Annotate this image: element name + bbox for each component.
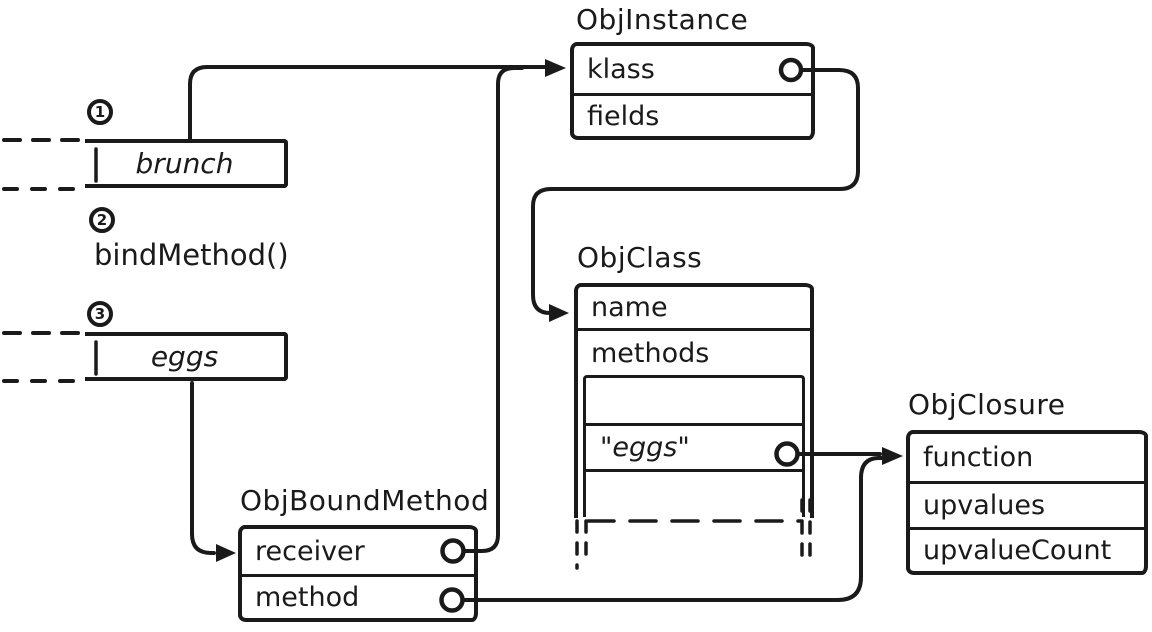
arrowhead-objinstance bbox=[545, 59, 566, 77]
objclass-field-name: name bbox=[578, 287, 810, 331]
objboundmethod-title: ObjBoundMethod bbox=[240, 484, 490, 517]
objclass-title: ObjClass bbox=[577, 241, 703, 274]
stack-slot-eggs: eggs bbox=[85, 332, 288, 381]
objclass-box: name methods "eggs" bbox=[574, 283, 814, 518]
stack-slot-brunch: brunch bbox=[85, 139, 288, 188]
arrowhead-objclosure bbox=[882, 447, 903, 465]
stack-slot-brunch-value: brunch bbox=[135, 147, 234, 180]
step-badge-1-number: 1 bbox=[94, 103, 106, 121]
method-table-empty-row-2 bbox=[586, 469, 802, 517]
step-badge-2-number: 2 bbox=[96, 211, 108, 229]
stack-slot-eggs-value: eggs bbox=[150, 340, 219, 373]
objinstance-box: klass fields bbox=[570, 42, 815, 140]
method-table-entry-eggs: "eggs" bbox=[586, 423, 802, 469]
step-badge-3-number: 3 bbox=[94, 305, 106, 323]
objinstance-title: ObjInstance bbox=[576, 3, 749, 36]
objboundmethod-field-receiver: receiver bbox=[255, 536, 365, 567]
objclosure-box: function upvalues upvalueCount bbox=[906, 430, 1148, 575]
objclosure-field-function: function bbox=[923, 442, 1034, 473]
objclosure-title: ObjClosure bbox=[908, 388, 1066, 421]
step-badge-2: 2 bbox=[89, 207, 115, 233]
arrowhead-objboundmethod bbox=[216, 544, 236, 562]
objboundmethod-box: receiver method bbox=[238, 525, 478, 622]
objclass-method-table: "eggs" bbox=[583, 375, 805, 517]
arrow-receiver-to-objinstance bbox=[462, 66, 524, 553]
bind-method-label: bindMethod() bbox=[94, 238, 289, 272]
objclass-field-methods: methods bbox=[591, 337, 710, 369]
objclosure-field-upvaluecount: upvalueCount bbox=[910, 527, 1144, 571]
method-table-empty-row-1 bbox=[586, 378, 802, 423]
objinstance-field-fields: fields bbox=[574, 93, 811, 136]
arrow-brunch-to-objinstance bbox=[188, 65, 549, 141]
arrowhead-objclass bbox=[549, 304, 569, 322]
step-badge-3: 3 bbox=[87, 301, 113, 327]
objinstance-field-klass: klass bbox=[587, 54, 655, 85]
step-badge-1: 1 bbox=[87, 99, 113, 125]
objclosure-field-upvalues: upvalues bbox=[910, 481, 1144, 527]
objboundmethod-field-method: method bbox=[242, 574, 474, 618]
arrow-eggs-slot-to-objboundmethod bbox=[190, 381, 216, 555]
